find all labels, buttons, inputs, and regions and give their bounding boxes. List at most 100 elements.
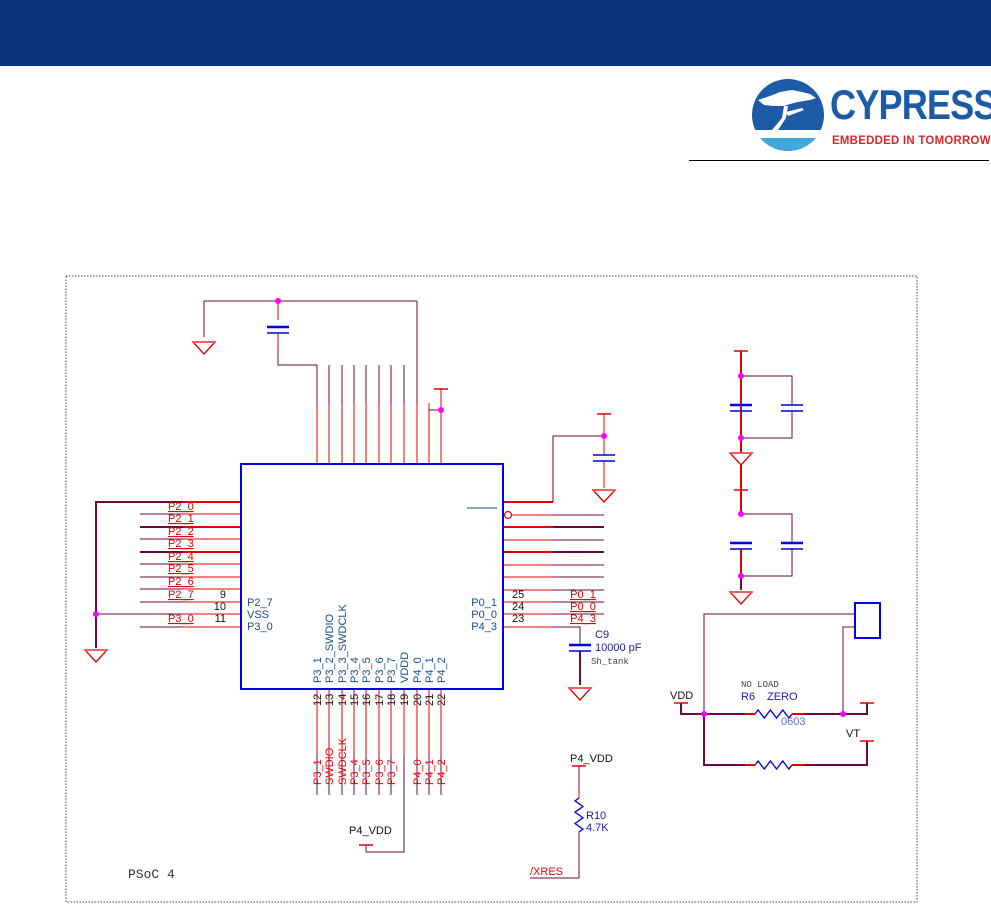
pin-name: P4_0 — [412, 657, 424, 683]
pin-name: P3_2_SWDIO — [324, 613, 336, 683]
pin-number: 24 — [512, 601, 524, 613]
r6-ref: R6 — [741, 691, 755, 703]
vt-label: VT — [846, 728, 860, 740]
junction-dot — [438, 407, 444, 413]
pin-number: 15 — [349, 694, 361, 706]
pin-number: 18 — [386, 694, 398, 706]
bottom-net-label: SWDIO — [324, 747, 336, 785]
pin-number: 13 — [324, 694, 336, 706]
ground-icon — [591, 489, 617, 503]
resistor-icon — [754, 759, 793, 771]
wire — [552, 435, 604, 502]
pin-name: P2_7 — [247, 597, 273, 609]
c9-value: 10000 pF — [595, 642, 642, 654]
wire — [703, 613, 855, 714]
pin-number: 14 — [337, 694, 349, 706]
left-net-label: P2_0 — [168, 501, 194, 513]
junction-dot — [840, 711, 846, 717]
header-bar — [0, 0, 991, 66]
pin-number: 25 — [512, 589, 524, 601]
pin-name: VDDD — [399, 652, 411, 683]
wire — [680, 703, 755, 715]
xres-net-label: /XRES — [530, 866, 563, 878]
ground-icon — [728, 591, 754, 605]
junction-dot — [701, 711, 707, 717]
junction-dot — [738, 435, 744, 441]
pin-number: 23 — [512, 613, 524, 625]
resistor-icon — [573, 797, 585, 833]
inverted-pin-bubble — [503, 510, 513, 520]
vdd-label: VDD — [670, 690, 693, 702]
pin-name: P0_1 — [471, 597, 497, 609]
wire — [703, 714, 745, 766]
bottom-net-label: P4_2 — [436, 759, 448, 785]
r10-value: 4.7K — [586, 822, 609, 834]
left-net-label: P2_1 — [168, 513, 194, 525]
pin-name: P3_5 — [361, 657, 373, 683]
wire — [277, 350, 317, 366]
ic-body — [240, 463, 504, 690]
left-net-label: P2_6 — [168, 576, 194, 588]
pin-name: P4_1 — [424, 657, 436, 683]
wire — [741, 549, 793, 577]
c9-note: Sh_tank — [591, 657, 629, 667]
pin-name: P3_1 — [312, 657, 324, 683]
pin-name: P3_6 — [374, 657, 386, 683]
ground-icon — [567, 687, 593, 701]
right-net-label: P0_1 — [570, 589, 596, 601]
pin-number: 17 — [374, 694, 386, 706]
pin-number: 9 — [220, 589, 226, 601]
tree-globe-icon — [752, 79, 824, 151]
pin-name: P3_7 — [386, 657, 398, 683]
right-net-label: P4_3 — [570, 613, 596, 625]
c9-ref: C9 — [595, 629, 609, 641]
pin-name: P3_0 — [247, 621, 273, 633]
wire — [95, 501, 183, 648]
wire — [805, 703, 868, 715]
wire — [842, 626, 855, 714]
pin-number: 20 — [412, 694, 424, 706]
r10-supply-label: P4_VDD — [570, 753, 613, 765]
left-net-label: P2_7 — [168, 589, 194, 601]
r10-ref: R10 — [586, 810, 606, 822]
pin-name: P0_0 — [471, 609, 497, 621]
connector-header — [854, 602, 881, 639]
r6-note: NO LOAD — [741, 680, 779, 690]
wire — [530, 860, 580, 879]
logo-wordmark: CYPRESS — [830, 81, 991, 128]
pin-name: P4_3 — [471, 621, 497, 633]
junction-dot — [601, 433, 607, 439]
bottom-net-label: SWDCLK — [337, 737, 349, 785]
junction-dot — [738, 511, 744, 517]
logo-tagline-text: EMBEDDED IN TOMORROW — [832, 133, 991, 147]
pin-name: P3_4 — [349, 657, 361, 683]
pin-number: 19 — [399, 694, 411, 706]
pin-name: VSS — [247, 609, 269, 621]
left-net-label: P2_2 — [168, 526, 194, 538]
bottom-net-label: P3_5 — [361, 759, 373, 785]
cypress-logo: CYPRESS EMBEDDED IN TOMORROW™ — [750, 78, 991, 152]
junction-dot — [93, 611, 99, 617]
bottom-net-label: P3_7 — [386, 759, 398, 785]
pin-number: 22 — [436, 694, 448, 706]
wire — [553, 626, 581, 645]
junction-dot — [275, 298, 281, 304]
wire — [741, 411, 793, 439]
ground-icon — [83, 649, 109, 663]
pin-number: 16 — [361, 694, 373, 706]
junction-dot — [738, 373, 744, 379]
right-net-label: P0_0 — [570, 601, 596, 613]
schematic-border — [65, 275, 918, 903]
schematic-title: PSoC 4 — [128, 867, 175, 882]
bottom-net-label: P3_6 — [374, 759, 386, 785]
wire — [741, 375, 793, 405]
wires — [95, 300, 868, 879]
pin-number: 21 — [424, 694, 436, 706]
pins — [183, 403, 553, 756]
bottom-net-label: P4_1 — [424, 759, 436, 785]
junctions — [93, 298, 846, 717]
r6-value: ZERO — [767, 691, 798, 703]
left-net-label: P3_0 — [168, 613, 194, 625]
p4vdd-label-bottom: P4_VDD — [349, 825, 392, 837]
